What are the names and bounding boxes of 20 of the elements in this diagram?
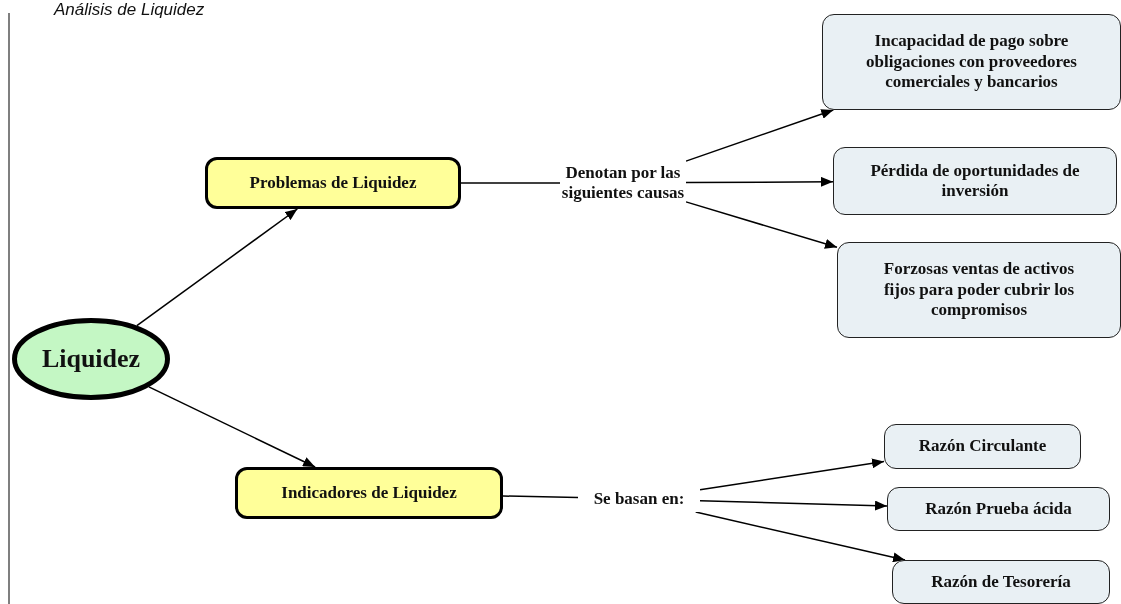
arrow xyxy=(148,386,316,468)
arrow xyxy=(694,511,906,563)
arrow xyxy=(685,201,838,250)
arrow xyxy=(699,458,885,491)
concept-box: Razón Prueba ácida xyxy=(887,487,1110,531)
concept-box: Problemas de Liquidez xyxy=(205,157,461,209)
concept-box: Razón Circulante xyxy=(884,424,1081,469)
concept-box: Incapacidad de pago sobre obligaciones con proveedores comerciales y bancarios xyxy=(822,14,1121,110)
arrow xyxy=(685,176,834,187)
concept-box: Forzosas ventas de activos fijos para poder cubrir los compromisos xyxy=(837,242,1121,338)
arrow xyxy=(136,208,299,327)
concept-box: Razón de Tesorería xyxy=(892,560,1110,604)
concept-box: Indicadores de Liquidez xyxy=(235,467,503,519)
concept-ellipse: Liquidez xyxy=(12,318,170,400)
connector-line xyxy=(502,495,579,499)
diagram-title: Análisis de Liquidez xyxy=(54,0,205,20)
connector-line xyxy=(460,182,561,184)
arrow xyxy=(699,499,888,511)
arrow xyxy=(685,108,835,162)
concept-box: Pérdida de oportunidades de inversión xyxy=(833,147,1117,215)
